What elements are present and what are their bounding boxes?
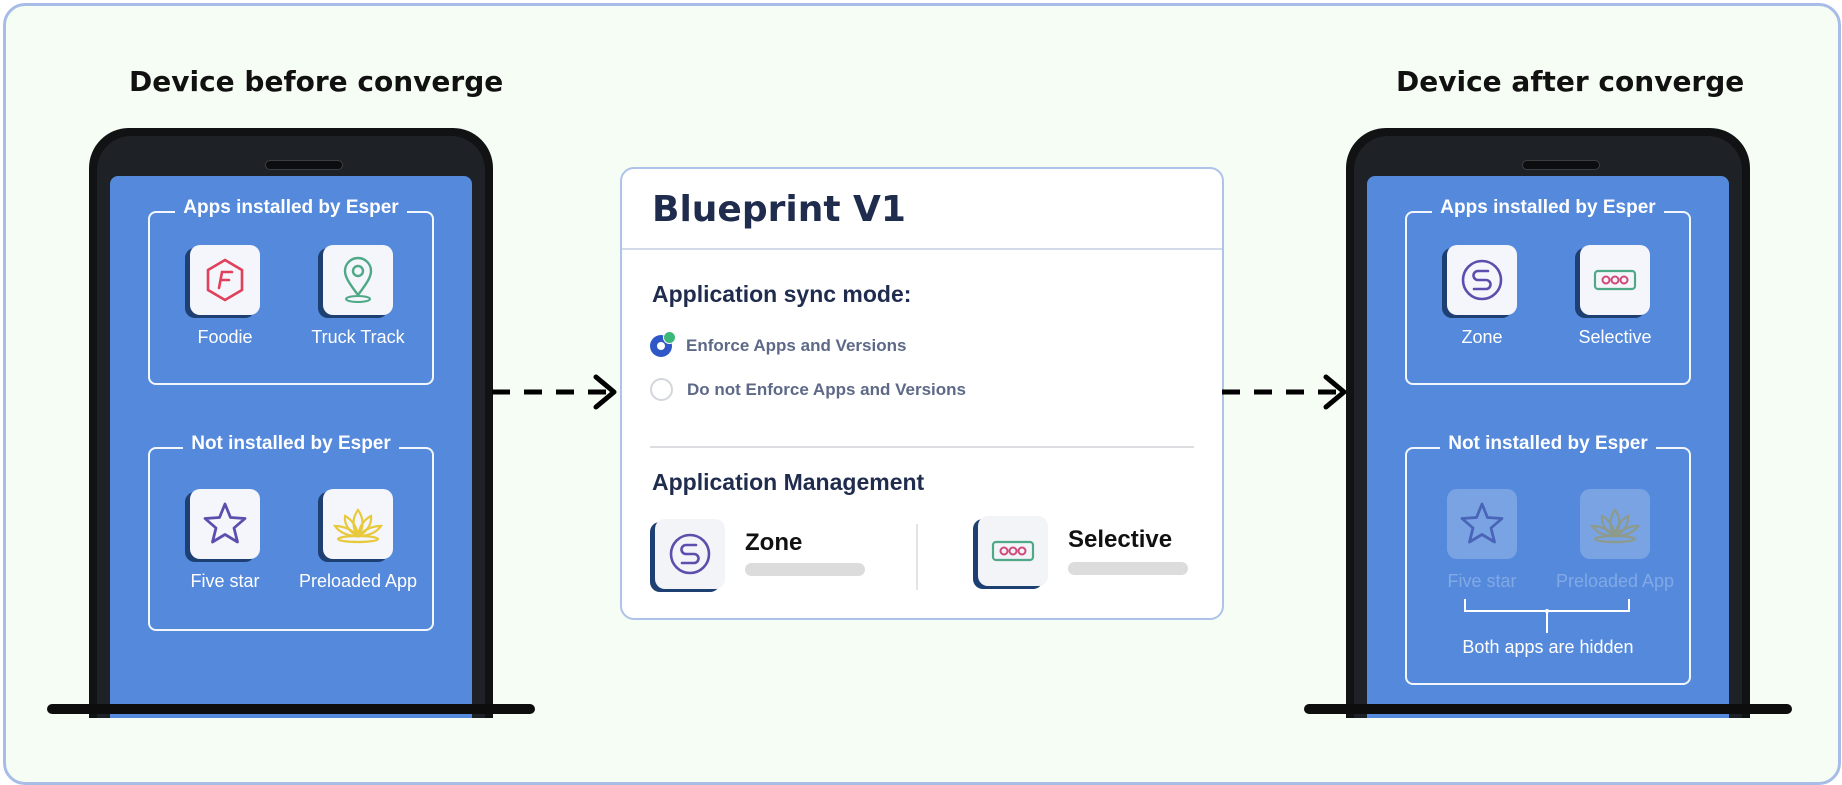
left-phone: Apps installed by Esper Foodie (89, 128, 493, 718)
app-five-star[interactable]: Five star (160, 489, 290, 592)
managed-app-name: Zone (745, 529, 803, 556)
dashed-arrow-right (492, 374, 617, 410)
app-label: Five star (1447, 571, 1517, 591)
left-not-installed-group: Not installed by Esper Five star (148, 433, 434, 631)
group-label: Apps installed by Esper (1432, 197, 1664, 218)
managed-app-name: Selective (1068, 526, 1173, 553)
app-truck-track[interactable]: Truck Track (293, 245, 423, 348)
radio-enforce[interactable]: Enforce Apps and Versions (650, 331, 907, 357)
blueprint-title: Blueprint V1 (652, 189, 906, 230)
radio-label: Enforce Apps and Versions (686, 336, 907, 355)
section-divider (650, 446, 1194, 448)
radio-selected-icon (650, 331, 676, 357)
foodie-hexagon-icon (206, 258, 244, 302)
right-phone-screen: Apps installed by Esper Zone (1367, 176, 1729, 718)
bracket-connector (1464, 599, 1630, 633)
left-phone-base (47, 704, 535, 714)
management-heading: Application Management (652, 469, 925, 495)
left-phone-screen: Apps installed by Esper Foodie (110, 176, 472, 718)
right-installed-group: Apps installed by Esper Zone (1405, 197, 1691, 385)
star-icon (1460, 502, 1504, 544)
group-label: Not installed by Esper (1440, 433, 1656, 454)
dashed-arrow-right (1222, 374, 1347, 410)
placeholder-bar (1068, 562, 1188, 575)
map-pin-icon (343, 256, 373, 303)
placeholder-bar (745, 563, 865, 576)
app-label: Five star (190, 571, 260, 591)
vertical-divider (916, 524, 918, 590)
zone-s-icon (1461, 259, 1503, 301)
right-not-installed-group: Not installed by Esper Five star (1405, 433, 1691, 685)
app-label: Selective (1578, 327, 1652, 347)
app-label: Zone (1461, 327, 1503, 347)
radio-unselected-icon (650, 378, 673, 401)
app-selective[interactable]: Selective (1550, 245, 1680, 348)
app-label: Truck Track (311, 327, 405, 347)
left-device-title: Device before converge (129, 65, 504, 98)
app-foodie[interactable]: Foodie (160, 245, 290, 348)
app-zone[interactable]: Zone (1417, 245, 1547, 348)
app-preloaded-hidden: Preloaded App (1550, 489, 1680, 592)
radio-label: Do not Enforce Apps and Versions (687, 379, 966, 399)
lotus-icon (1589, 508, 1641, 544)
group-label: Apps installed by Esper (175, 197, 407, 218)
lotus-icon (332, 508, 384, 544)
group-label: Not installed by Esper (183, 433, 399, 454)
selective-dots-icon (991, 540, 1035, 562)
app-label: Preloaded App (1555, 571, 1675, 591)
selective-dots-icon (1593, 269, 1637, 291)
check-badge-icon (663, 331, 676, 344)
left-installed-group: Apps installed by Esper Foodie (148, 197, 434, 385)
sync-mode-heading: Application sync mode: (652, 281, 912, 307)
app-label: Preloaded App (298, 571, 418, 591)
right-phone-base (1304, 704, 1792, 714)
hidden-apps-note: Both apps are hidden (1462, 637, 1634, 657)
right-phone: Apps installed by Esper Zone (1346, 128, 1750, 718)
blueprint-divider (622, 248, 1222, 250)
phone-speaker (265, 160, 343, 170)
right-device-title: Device after converge (1396, 65, 1745, 98)
blueprint-card: Blueprint V1 Application sync mode: Enfo… (620, 167, 1224, 620)
app-label: Foodie (197, 327, 253, 347)
app-five-star-hidden: Five star (1417, 489, 1547, 592)
star-icon (203, 502, 247, 544)
radio-do-not-enforce[interactable]: Do not Enforce Apps and Versions (650, 378, 966, 401)
zone-s-icon (669, 533, 711, 575)
app-preloaded[interactable]: Preloaded App (293, 489, 423, 592)
phone-speaker (1522, 160, 1600, 170)
